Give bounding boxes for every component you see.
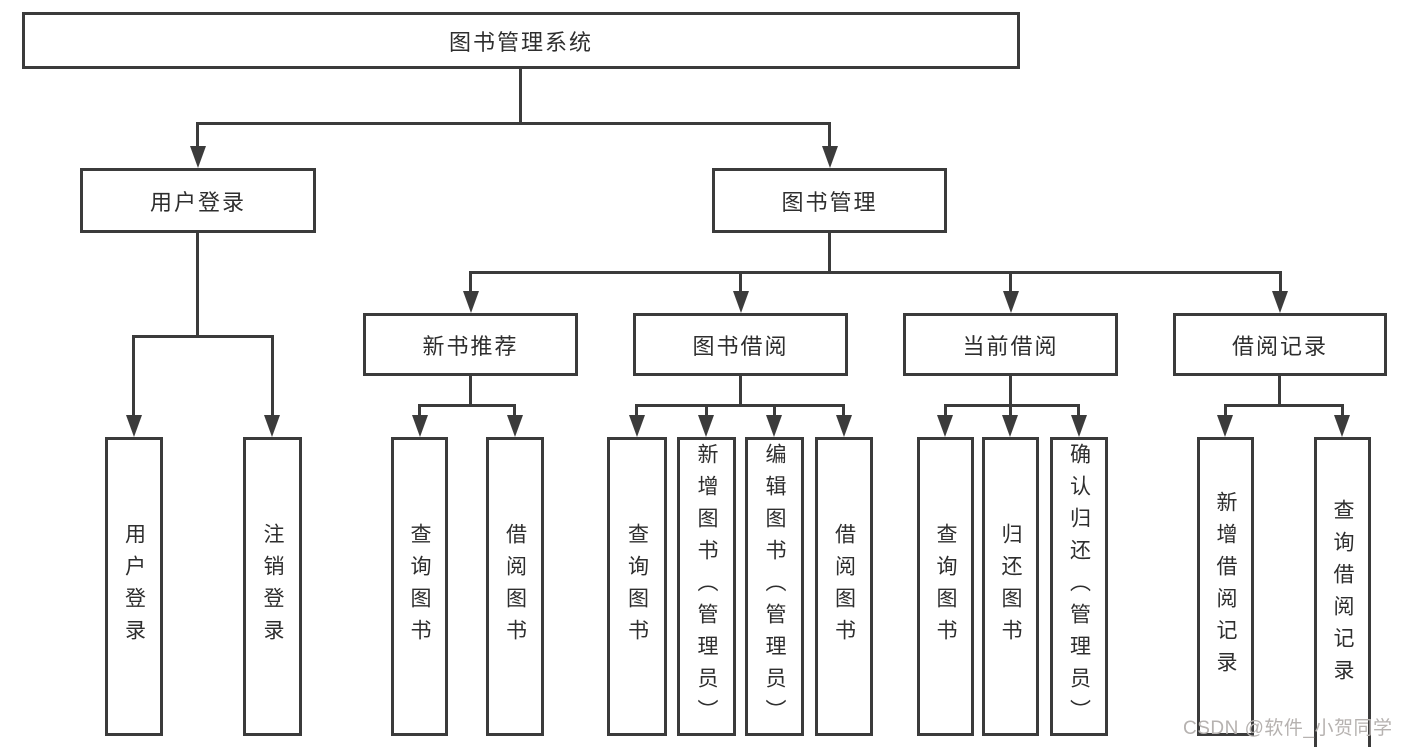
node-root-label: 图书管理系统 xyxy=(448,29,593,55)
leaf-bb-add-book-label: 新增图书（管理员） xyxy=(695,442,718,731)
leaf-logout: 注销登录 xyxy=(243,437,302,736)
connector-cb-return-shaft xyxy=(1009,404,1012,417)
connector-new-book-stub xyxy=(469,376,472,407)
arrow-br-add xyxy=(1217,415,1233,437)
node-current-borrow: 当前借阅 xyxy=(903,313,1118,376)
arrow-book-borrow xyxy=(733,291,749,313)
leaf-bb-query-book-label: 查询图书 xyxy=(625,522,649,651)
connector-level2-span xyxy=(196,122,831,125)
connector-current-borrow-shaft xyxy=(1009,271,1012,293)
arrow-bb-add xyxy=(698,415,714,437)
connector-nb-borrow-shaft xyxy=(513,404,516,417)
leaf-nb-borrow-book-label: 借阅图书 xyxy=(503,522,527,651)
connector-cb-confirm-shaft xyxy=(1077,404,1080,417)
leaf-bb-query-book: 查询图书 xyxy=(607,437,667,736)
node-new-book-label: 新书推荐 xyxy=(422,333,519,359)
connector-user-login-stub xyxy=(196,233,199,337)
leaf-br-query-record: 查询借阅记录 xyxy=(1314,437,1371,747)
leaf-cb-query-book: 查询图书 xyxy=(917,437,974,736)
connector-br-add-shaft xyxy=(1224,404,1227,417)
leaf-logout-label: 注销登录 xyxy=(261,522,284,651)
connector-borrow-record-group-span xyxy=(1224,404,1344,407)
leaf-cb-query-book-label: 查询图书 xyxy=(934,522,957,651)
leaf-nb-query-book: 查询图书 xyxy=(391,437,448,736)
leaf-user-login: 用户登录 xyxy=(105,437,163,736)
connector-bb-edit-shaft xyxy=(773,404,776,417)
leaf-cb-confirm-return-label: 确认归还（管理员） xyxy=(1067,442,1091,731)
node-borrow-record: 借阅记录 xyxy=(1173,313,1387,376)
node-user-login-label: 用户登录 xyxy=(149,189,246,215)
leaf-bb-add-book: 新增图书（管理员） xyxy=(677,437,736,736)
connector-leaf-login-shaft xyxy=(132,335,135,417)
watermark: CSDN @软件_小贺同学 xyxy=(1183,718,1393,739)
connector-user-login-group-span xyxy=(132,335,274,338)
connector-br-query-shaft xyxy=(1341,404,1344,417)
connector-cb-query-shaft xyxy=(944,404,947,417)
arrow-nb-borrow xyxy=(507,415,523,437)
connector-bb-add-shaft xyxy=(705,404,708,417)
connector-current-borrow-group-span xyxy=(944,404,1080,407)
connector-root-stub xyxy=(519,69,522,124)
leaf-bb-edit-book-label: 编辑图书（管理员） xyxy=(763,442,786,731)
leaf-bb-edit-book: 编辑图书（管理员） xyxy=(745,437,804,736)
arrow-current-borrow xyxy=(1003,291,1019,313)
connector-book-borrow-shaft xyxy=(739,271,742,293)
node-book-manage-label: 图书管理 xyxy=(781,189,878,215)
arrow-nb-query xyxy=(412,415,428,437)
node-book-borrow-label: 图书借阅 xyxy=(692,333,789,359)
arrow-br-query xyxy=(1334,415,1350,437)
connector-level3-span xyxy=(469,271,1282,274)
leaf-br-query-record-label: 查询借阅记录 xyxy=(1331,499,1354,691)
connector-borrow-record-stub xyxy=(1278,376,1281,407)
arrow-leaf-logout xyxy=(264,415,280,437)
leaf-nb-borrow-book: 借阅图书 xyxy=(486,437,544,736)
node-book-manage: 图书管理 xyxy=(712,168,947,233)
leaf-nb-query-book-label: 查询图书 xyxy=(408,522,431,651)
node-new-book: 新书推荐 xyxy=(363,313,578,376)
connector-book-borrow-stub xyxy=(739,376,742,407)
arrow-bb-edit xyxy=(766,415,782,437)
arrow-cb-confirm xyxy=(1071,415,1087,437)
connector-book-manage-shaft xyxy=(828,122,831,148)
node-root: 图书管理系统 xyxy=(22,12,1020,69)
connector-leaf-logout-shaft xyxy=(271,335,274,417)
arrow-bb-borrow xyxy=(836,415,852,437)
leaf-bb-borrow-book: 借阅图书 xyxy=(815,437,873,736)
leaf-cb-return-book: 归还图书 xyxy=(982,437,1039,736)
connector-new-book-group-span xyxy=(418,404,516,407)
connector-user-login-shaft xyxy=(196,122,199,148)
arrow-bb-query xyxy=(629,415,645,437)
connector-nb-query-shaft xyxy=(418,404,421,417)
arrow-cb-return xyxy=(1002,415,1018,437)
connector-book-borrow-group-span xyxy=(635,404,845,407)
leaf-cb-return-book-label: 归还图书 xyxy=(999,522,1022,651)
connector-bb-query-shaft xyxy=(635,404,638,417)
node-book-borrow: 图书借阅 xyxy=(633,313,848,376)
leaf-br-add-record: 新增借阅记录 xyxy=(1197,437,1254,736)
leaf-br-add-record-label: 新增借阅记录 xyxy=(1214,490,1237,683)
connector-new-book-shaft xyxy=(469,271,472,293)
connector-book-manage-stub xyxy=(828,233,831,273)
arrow-book-manage xyxy=(822,146,838,168)
arrow-user-login xyxy=(190,146,206,168)
leaf-bb-borrow-book-label: 借阅图书 xyxy=(832,522,856,651)
leaf-cb-confirm-return: 确认归还（管理员） xyxy=(1050,437,1108,736)
connector-borrow-record-shaft xyxy=(1279,271,1282,293)
arrow-cb-query xyxy=(937,415,953,437)
arrow-borrow-record xyxy=(1272,291,1288,313)
node-user-login: 用户登录 xyxy=(80,168,316,233)
node-borrow-record-label: 借阅记录 xyxy=(1231,333,1328,359)
node-current-borrow-label: 当前借阅 xyxy=(962,333,1059,359)
arrow-new-book xyxy=(463,291,479,313)
connector-bb-borrow-shaft xyxy=(842,404,845,417)
arrow-leaf-login xyxy=(126,415,142,437)
leaf-user-login-label: 用户登录 xyxy=(122,522,146,651)
connector-current-borrow-stub xyxy=(1009,376,1012,407)
